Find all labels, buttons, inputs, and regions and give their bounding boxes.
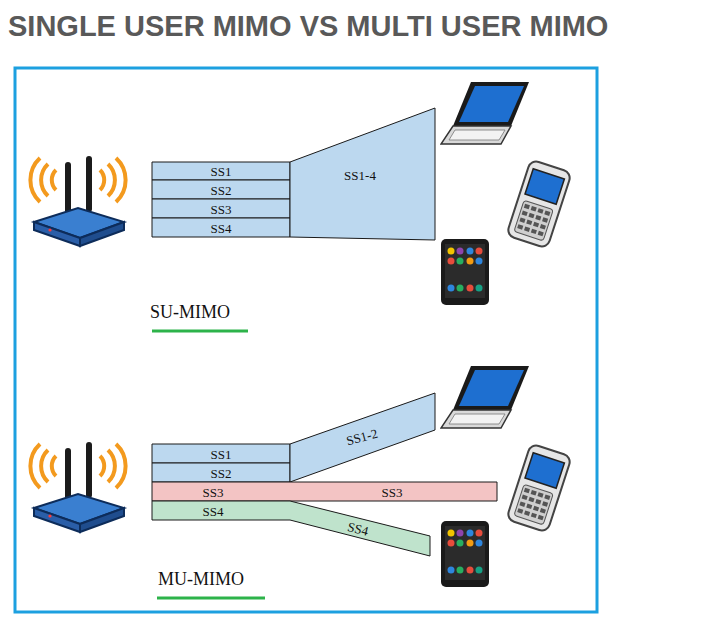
laptop-icon xyxy=(441,366,529,428)
stream-label: SS4 xyxy=(211,221,232,234)
stream-band: SS3 xyxy=(152,199,290,218)
band-shape xyxy=(152,501,430,556)
diagram-frame xyxy=(15,68,597,612)
label-underline xyxy=(157,597,265,600)
laptop-icon xyxy=(441,82,529,144)
stream-band: SS3 SS3 xyxy=(152,482,497,501)
router-icon xyxy=(30,442,125,532)
section-label: MU-MIMO xyxy=(158,570,244,588)
band-outline xyxy=(290,108,435,240)
stream-label: SS3 xyxy=(382,485,403,498)
stream-band: SS1-4 xyxy=(290,108,435,240)
stream-label: SS1 xyxy=(211,165,232,178)
diagram-title: SINGLE USER MIMO VS MULTI USER MIMO xyxy=(8,12,608,41)
band-outline xyxy=(152,180,290,199)
stream-band: SS4SS4 xyxy=(152,501,430,556)
label-underline xyxy=(152,330,248,333)
stream-label: SS1-4 xyxy=(344,169,376,182)
stream-band: SS2 xyxy=(152,180,290,199)
stream-band: SS4 xyxy=(152,218,290,237)
smartphone-icon xyxy=(441,521,489,587)
band-outline xyxy=(152,162,290,180)
stream-band: SS1 xyxy=(152,162,290,180)
section-label: SU-MIMO xyxy=(150,303,230,321)
band-outline xyxy=(152,444,290,463)
band-outline xyxy=(290,393,435,482)
band-outline xyxy=(152,463,290,482)
band-outline xyxy=(152,218,290,237)
stream-label: SS1 xyxy=(211,447,232,460)
smartphone-icon xyxy=(441,239,489,305)
stream-band: SS1 xyxy=(152,444,290,463)
band-outline xyxy=(152,501,430,556)
stream-band: SS1-2 xyxy=(290,393,435,482)
band-outline xyxy=(152,199,290,218)
pda-icon xyxy=(506,443,572,532)
pda-icon xyxy=(506,159,572,248)
router-icon xyxy=(30,156,125,246)
stream-band: SS2 xyxy=(152,463,290,482)
stream-label: SS4 xyxy=(203,504,224,517)
band-outline xyxy=(152,482,497,501)
stream-label: SS2 xyxy=(211,183,232,196)
stream-label: SS3 xyxy=(203,485,224,498)
stream-label: SS3 xyxy=(211,202,232,215)
stream-label: SS2 xyxy=(211,466,232,479)
